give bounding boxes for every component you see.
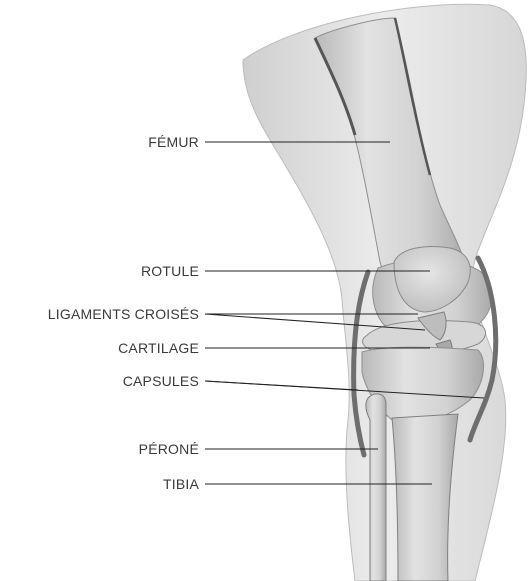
label-perone: PÉRONÉ (139, 441, 199, 457)
label-rotule: ROTULE (141, 263, 199, 279)
label-cartilage: CARTILAGE (118, 340, 199, 356)
label-tibia: TIBIA (163, 476, 199, 492)
label-capsules: CAPSULES (123, 373, 199, 389)
label-femur: FÉMUR (148, 134, 199, 150)
label-ligaments-croises: LIGAMENTS CROISÉS (48, 306, 199, 322)
tibia-bone (392, 414, 458, 581)
